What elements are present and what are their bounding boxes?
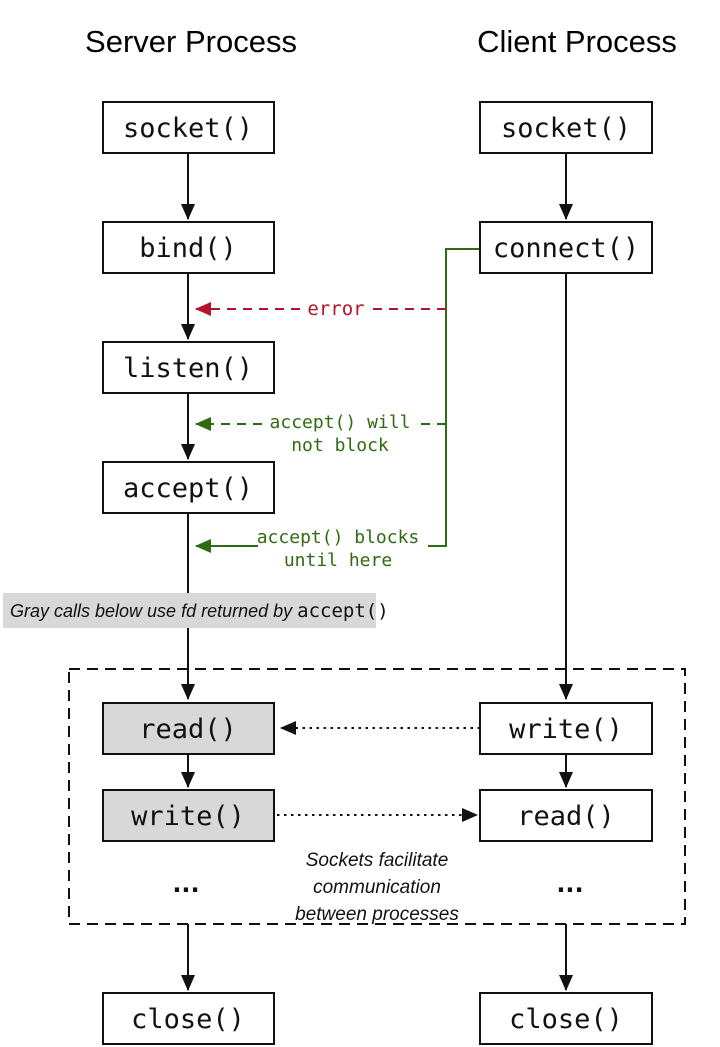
gray-note-band (3, 593, 376, 628)
server-accept-label: accept() (123, 473, 253, 504)
server-accept-box (102, 461, 275, 514)
green-connect-elbow-line (428, 248, 480, 547)
server-close-label: close() (131, 1004, 245, 1035)
server-bind-label: bind() (139, 233, 237, 264)
server-listen-box (102, 341, 275, 394)
will-not-block-label-line1: accept() will (270, 412, 411, 433)
server-column: socket() bind() listen() accept() read()… (102, 101, 275, 1045)
server-socket-box (102, 101, 275, 154)
server-write-box (102, 789, 275, 842)
gray-note-text: Gray calls below use fd returned by acce… (10, 600, 389, 622)
server-close-box (102, 992, 275, 1045)
center-note-line2: communication (313, 877, 441, 898)
gray-note-code: accept() (297, 600, 389, 622)
client-write-label: write() (509, 714, 623, 745)
server-socket-label: socket() (123, 113, 253, 144)
server-listen-label: listen() (123, 353, 253, 384)
server-read-label: read() (139, 714, 237, 745)
client-connect-label: connect() (493, 233, 639, 264)
client-close-label: close() (509, 1004, 623, 1035)
client-read-label: read() (517, 801, 615, 832)
blocks-label-line2: until here (284, 550, 392, 571)
communication-region-dashed-box (68, 668, 686, 925)
client-column: socket() connect() write() read() ... cl… (479, 101, 653, 1045)
error-label: error (307, 298, 364, 320)
client-connect-box (479, 221, 653, 274)
center-note-line1: Sockets facilitate (306, 850, 449, 871)
server-write-label: write() (131, 801, 245, 832)
server-process-title: Server Process (85, 24, 297, 59)
gray-note-prefix: Gray calls below use fd returned by (10, 601, 297, 621)
blocks-label-line1: accept() blocks (257, 527, 420, 548)
client-read-box (479, 789, 653, 842)
client-socket-label: socket() (501, 113, 631, 144)
client-process-title: Client Process (477, 24, 677, 59)
client-ellipsis: ... (556, 870, 583, 898)
client-write-box (479, 702, 653, 755)
server-bind-box (102, 221, 275, 274)
server-read-box (102, 702, 275, 755)
server-ellipsis: ... (172, 870, 199, 898)
client-close-box (479, 992, 653, 1045)
client-socket-box (479, 101, 653, 154)
center-note-line3: between processes (295, 904, 459, 925)
will-not-block-label-line2: not block (291, 435, 389, 456)
